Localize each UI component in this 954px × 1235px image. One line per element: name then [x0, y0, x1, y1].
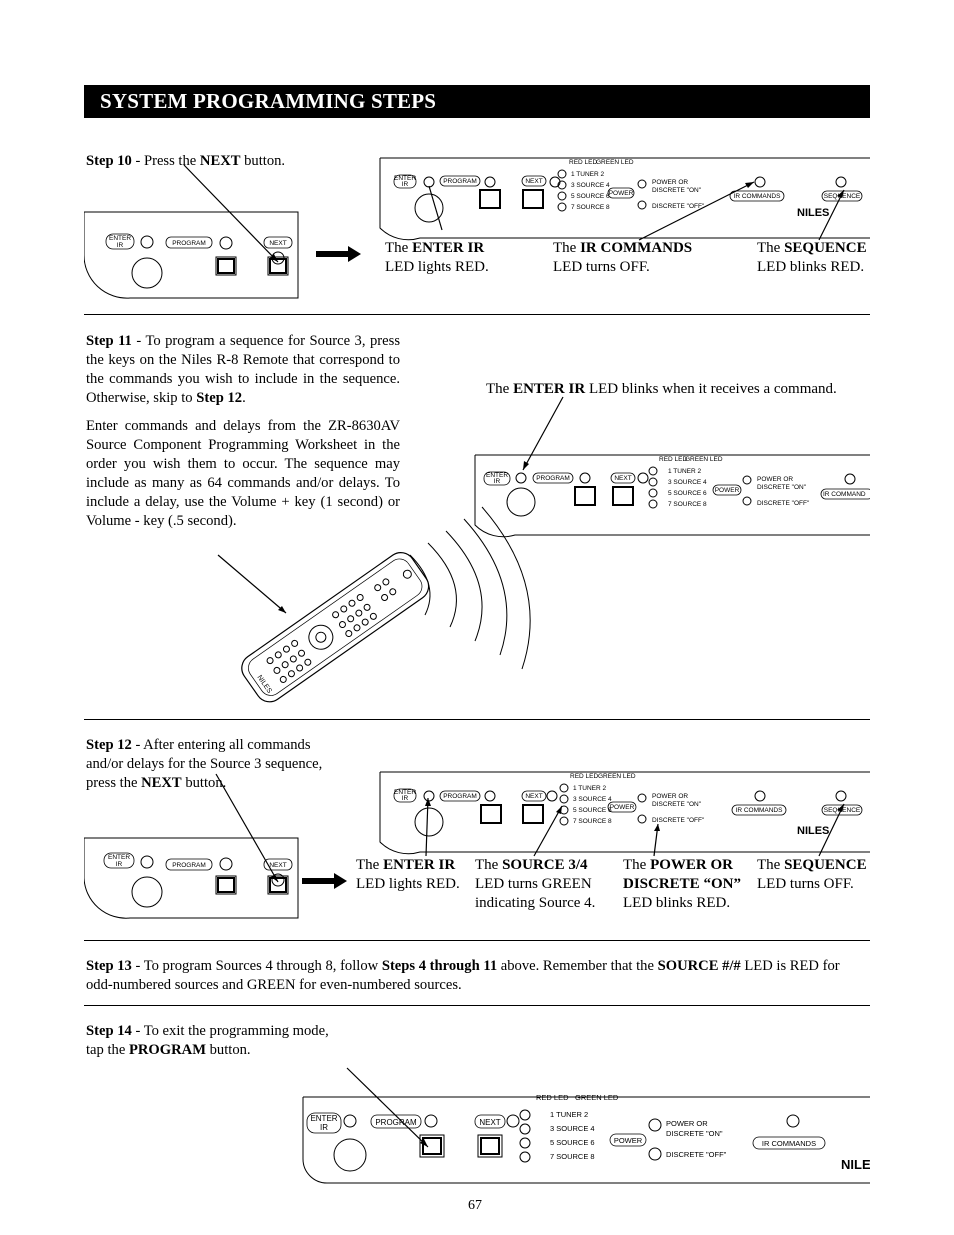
step10-text: Step 10 - Press the NEXT button.: [86, 153, 286, 169]
svg-text:GREEN LED: GREEN LED: [596, 159, 634, 166]
svg-text:IR: IR: [116, 861, 123, 868]
svg-text:POWER: POWER: [715, 487, 740, 494]
divider: [84, 719, 870, 720]
svg-text:GREEN LED: GREEN LED: [598, 773, 636, 780]
svg-text:ENTER: ENTER: [394, 175, 416, 182]
divider: [84, 314, 870, 315]
svg-text:NILES: NILES: [797, 207, 829, 219]
svg-text:NEXT: NEXT: [269, 862, 286, 869]
svg-text:IR: IR: [402, 181, 409, 188]
svg-text:POWER: POWER: [609, 190, 634, 197]
step14-text: Step 14 - To exit the programming mode,t…: [86, 1023, 329, 1058]
svg-text:NEXT: NEXT: [269, 240, 286, 247]
page-title: SYSTEM PROGRAMMING STEPS: [100, 89, 437, 113]
svg-text:DISCRETE "ON": DISCRETE "ON": [652, 187, 702, 194]
svg-text:ENTER: ENTER: [310, 1114, 337, 1123]
svg-text:IR COMMANDS: IR COMMANDS: [762, 1139, 816, 1148]
svg-text:1 TUNER 2: 1 TUNER 2: [668, 468, 701, 475]
svg-text:NEXT: NEXT: [614, 475, 631, 482]
small-panel: ENTER IR PROGRAM NEXT: [84, 211, 299, 299]
remote-control: NILES: [241, 552, 430, 703]
step11-panel: ENTER IR PROGRAM NEXT RED LED GREEN LED …: [474, 454, 870, 538]
divider: [84, 940, 870, 941]
step14-figure: ENTER IR PROGRAM NEXT RED LED GREEN LED …: [302, 1067, 870, 1184]
svg-text:7 SOURCE 8: 7 SOURCE 8: [573, 818, 612, 825]
svg-text:POWER: POWER: [614, 1136, 643, 1145]
svg-text:PROGRAM: PROGRAM: [443, 178, 477, 185]
svg-text:DISCRETE "ON": DISCRETE "ON": [666, 1129, 723, 1138]
svg-text:DISCRETE "OFF": DISCRETE "OFF": [666, 1150, 727, 1159]
svg-text:PROGRAM: PROGRAM: [172, 240, 206, 247]
svg-text:NEXT: NEXT: [479, 1118, 500, 1127]
svg-text:5 SOURCE 6: 5 SOURCE 6: [571, 193, 610, 200]
step11-caption: The ENTER IR LED blinks when it receives…: [486, 381, 837, 397]
svg-text:NILE: NILE: [841, 1157, 870, 1172]
svg-text:3 SOURCE 4: 3 SOURCE 4: [571, 182, 610, 189]
svg-text:5 SOURCE 6: 5 SOURCE 6: [668, 490, 707, 497]
svg-text:RED LED: RED LED: [659, 456, 687, 463]
step12-text: Step 12 - After entering all commands an…: [86, 737, 323, 791]
divider: [84, 1005, 870, 1006]
svg-text:GREEN LED: GREEN LED: [575, 1093, 619, 1102]
svg-text:PROGRAM: PROGRAM: [375, 1118, 417, 1127]
step11-text: Step 11 - To program a sequence for Sour…: [86, 333, 400, 529]
svg-text:IR COMMAND: IR COMMAND: [823, 491, 866, 498]
svg-text:7 SOURCE 8: 7 SOURCE 8: [571, 204, 610, 211]
svg-text:RED LED: RED LED: [569, 159, 597, 166]
step13-text: Step 13 - To program Sources 4 through 8…: [86, 958, 840, 993]
svg-text:IR COMMANDS: IR COMMANDS: [734, 193, 782, 200]
svg-text:7 SOURCE 8: 7 SOURCE 8: [668, 501, 707, 508]
svg-text:POWER OR: POWER OR: [652, 179, 688, 186]
svg-text:ENTER: ENTER: [108, 854, 130, 861]
svg-text:POWER: POWER: [610, 804, 635, 811]
svg-text:POWER OR: POWER OR: [666, 1119, 708, 1128]
step12-figure: ENTER IR PROGRAM NEXT ENTER IR PROGRAM N…: [84, 771, 870, 919]
page-number: 67: [468, 1198, 482, 1213]
svg-text:IR: IR: [494, 478, 501, 485]
svg-text:PROGRAM: PROGRAM: [443, 793, 477, 800]
svg-text:1 TUNER 2: 1 TUNER 2: [573, 785, 606, 792]
svg-text:IR: IR: [320, 1123, 328, 1132]
svg-text:DISCRETE "ON": DISCRETE "ON": [652, 801, 702, 808]
svg-text:POWER OR: POWER OR: [757, 476, 793, 483]
svg-text:POWER OR: POWER OR: [652, 793, 688, 800]
svg-text:IR: IR: [402, 795, 409, 802]
svg-text:NEXT: NEXT: [525, 793, 542, 800]
step10-figure: ENTER IR PROGRAM NEXT ENTER IR PROGRAM N…: [84, 157, 870, 299]
enter-ir-label: ENTER: [109, 235, 131, 242]
svg-text:ENTER: ENTER: [394, 789, 416, 796]
svg-text:5 SOURCE 6: 5 SOURCE 6: [573, 807, 612, 814]
svg-text:3 SOURCE 4: 3 SOURCE 4: [573, 796, 612, 803]
svg-text:7 SOURCE 8: 7 SOURCE 8: [550, 1152, 595, 1161]
svg-text:IR COMMANDS: IR COMMANDS: [736, 807, 784, 814]
svg-text:DISCRETE "ON": DISCRETE "ON": [757, 484, 807, 491]
svg-text:3 SOURCE 4: 3 SOURCE 4: [668, 479, 707, 486]
svg-text:NEXT: NEXT: [525, 178, 542, 185]
svg-text:ENTER: ENTER: [486, 472, 508, 479]
svg-text:DISCRETE "OFF": DISCRETE "OFF": [757, 500, 810, 507]
svg-text:RED LED: RED LED: [570, 773, 598, 780]
svg-text:PROGRAM: PROGRAM: [536, 475, 570, 482]
svg-text:IR: IR: [117, 242, 124, 249]
title-banner: SYSTEM PROGRAMMING STEPS: [84, 85, 870, 118]
svg-text:5 SOURCE 6: 5 SOURCE 6: [550, 1138, 595, 1147]
svg-text:NILES: NILES: [797, 825, 829, 837]
svg-text:3 SOURCE 4: 3 SOURCE 4: [550, 1124, 595, 1133]
step11-figure: ENTER IR PROGRAM NEXT RED LED GREEN LED …: [217, 396, 870, 703]
svg-text:1 TUNER 2: 1 TUNER 2: [550, 1110, 588, 1119]
svg-text:DISCRETE "OFF": DISCRETE "OFF": [652, 817, 705, 824]
svg-text:GREEN LED: GREEN LED: [685, 456, 723, 463]
svg-text:DISCRETE "OFF": DISCRETE "OFF": [652, 203, 705, 210]
svg-text:1 TUNER 2: 1 TUNER 2: [571, 171, 604, 178]
wide-panel: ENTER IR PROGRAM NEXT RED LED GREEN LED …: [379, 157, 870, 241]
svg-text:PROGRAM: PROGRAM: [172, 862, 206, 869]
svg-text:RED LED: RED LED: [536, 1093, 569, 1102]
